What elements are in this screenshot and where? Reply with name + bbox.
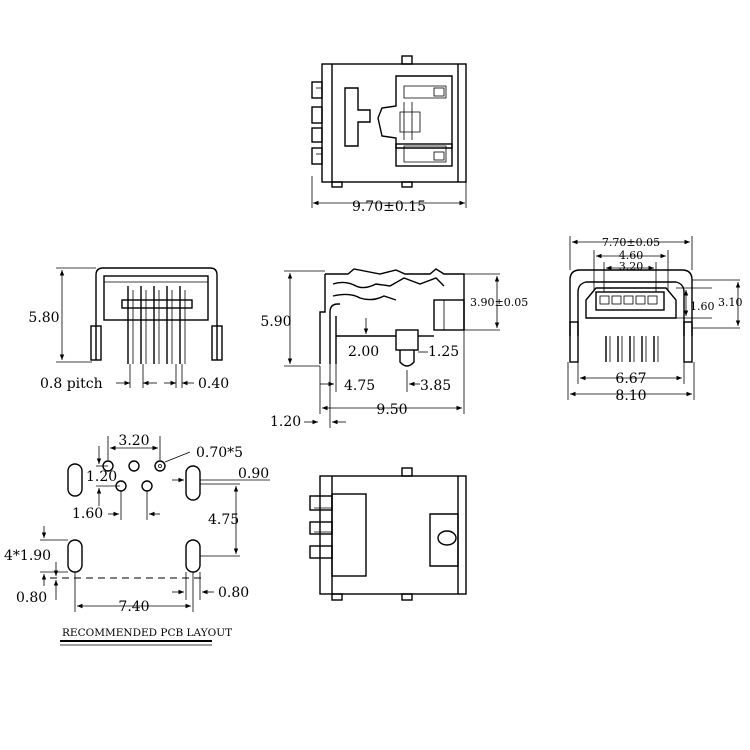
top-width-label: 9.70±0.15: [352, 199, 426, 215]
slot-spacing-label: 4.75: [208, 512, 239, 528]
front-view: 5.90 3.90±0.05 2.00 1.25 4.75 3.85 9.50 …: [260, 268, 528, 430]
pitch-label: 0.8 pitch: [40, 376, 103, 392]
top-view-shell: [321, 63, 467, 183]
side-view: 5.80 0.8 pitch 0.40: [28, 267, 229, 392]
length-label: 9.50: [376, 402, 407, 418]
inner-width-label: 4.60: [619, 249, 644, 262]
top-width-end-label: 7.70±0.05: [602, 236, 660, 249]
pcb-slot: [185, 465, 201, 501]
row-gap-label: 1.20: [86, 469, 117, 485]
offset-label: 1.20: [270, 414, 301, 430]
pcb-hole: [154, 460, 166, 472]
pcb-pin-span-label: 3.20: [118, 433, 149, 449]
pin-span-end-label: 3.20: [619, 260, 644, 273]
depth-a-label: 2.00: [348, 344, 379, 360]
shell-height-label: 3.90±0.05: [470, 296, 528, 309]
slot-width-label: 0.90: [238, 466, 269, 482]
body-width-label: 6.67: [615, 371, 646, 387]
pcb-hole: [128, 460, 140, 472]
front-height-label: 5.90: [260, 314, 291, 330]
pcb-layout: 3.20 0.70*5 1.20 0.90 1.60 4.75 4*1.90: [4, 433, 270, 646]
opening-height-label: 1.60: [690, 300, 715, 313]
pcb-caption: RECOMMENDED PCB LAYOUT: [62, 627, 232, 639]
row-offset-label: 1.60: [72, 506, 103, 522]
side-b-label: 3.85: [420, 378, 451, 394]
overall-width-label: 8.10: [615, 388, 646, 404]
hole-dia-label: 0.70*5: [196, 445, 243, 461]
pcb-slot: [67, 463, 83, 497]
edge-right-label: 0.80: [218, 585, 249, 601]
pcb-slot: [67, 539, 83, 573]
side-a-label: 4.75: [344, 378, 375, 394]
slot-len-label: 4*1.90: [4, 548, 51, 564]
pin-width-label: 0.40: [198, 376, 229, 392]
side-height-label: 5.80: [28, 310, 59, 326]
edge-left-label: 0.80: [16, 590, 47, 606]
bottom-view-shell: [319, 475, 467, 595]
slot-span-label: 7.40: [118, 599, 149, 615]
bottom-view: [309, 467, 467, 601]
pcb-slot: [185, 539, 201, 573]
depth-b-label: 1.25: [428, 344, 459, 360]
pcb-hole: [141, 480, 153, 492]
total-height-label: 3.10: [718, 296, 743, 309]
top-view: 9.70±0.15: [311, 55, 467, 215]
end-view: 7.70±0.05 4.60 3.20 1.60 3.10 6.67 8.10: [567, 236, 743, 404]
